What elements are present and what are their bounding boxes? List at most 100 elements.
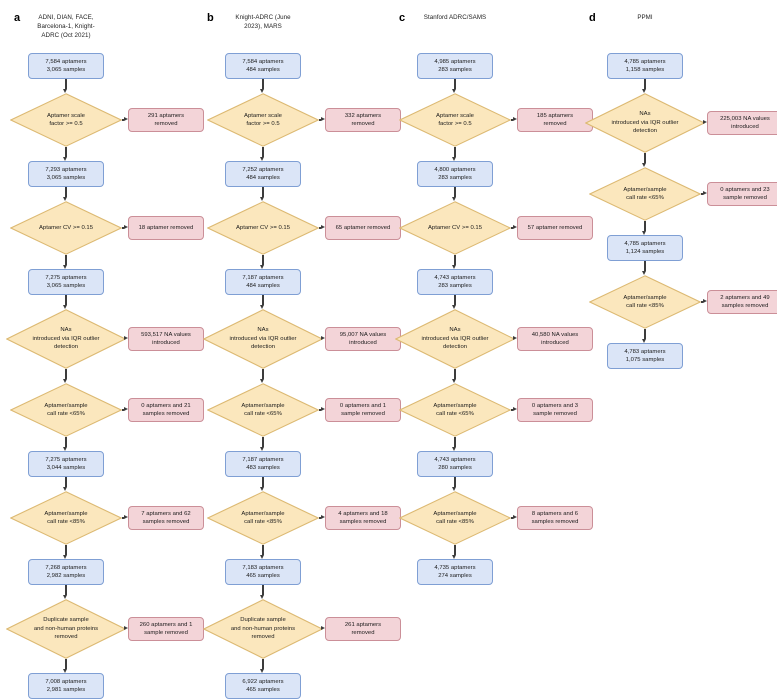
removed-node-label: 2 aptamers and 49 samples removed bbox=[720, 294, 770, 309]
arrowhead-down bbox=[642, 88, 647, 93]
removed-node: 95,007 NA values introduced bbox=[325, 327, 401, 351]
arrowhead-right bbox=[320, 515, 325, 520]
arrowhead-down bbox=[452, 156, 457, 161]
connector-line bbox=[122, 409, 124, 411]
connector-line bbox=[262, 255, 264, 265]
arrowhead-right bbox=[320, 225, 325, 230]
connector-line bbox=[65, 295, 67, 305]
arrowhead-down bbox=[452, 486, 457, 491]
decision-label: NAs introduced via IQR outlier detection bbox=[611, 111, 679, 135]
arrowhead-down bbox=[260, 88, 265, 93]
decision-label: Duplicate sample and non-human proteins … bbox=[33, 617, 99, 641]
removed-node: 261 aptamers removed bbox=[325, 617, 401, 641]
count-node: 7,008 aptamers 2,981 samples bbox=[28, 673, 104, 699]
connector-line bbox=[701, 193, 703, 195]
count-node-label: 4,743 aptamers 283 samples bbox=[434, 274, 476, 289]
decision-node: Aptamer/sample call rate <65% bbox=[10, 383, 122, 437]
count-node: 4,800 aptamers 283 samples bbox=[417, 161, 493, 187]
panel-title-a: ADNI, DIAN, FACE, Barcelona-1, Knight- A… bbox=[37, 14, 95, 39]
decision-label: Aptamer/sample call rate <65% bbox=[433, 402, 477, 417]
connector-line bbox=[644, 153, 646, 163]
decision-node: Aptamer/sample call rate <65% bbox=[207, 383, 319, 437]
count-node: 7,268 aptamers 2,982 samples bbox=[28, 559, 104, 585]
count-node: 4,743 aptamers 280 samples bbox=[417, 451, 493, 477]
arrowhead-down bbox=[260, 668, 265, 673]
removed-node: 4 aptamers and 18 samples removed bbox=[325, 506, 401, 530]
decision-label: Aptamer/sample call rate <65% bbox=[623, 186, 667, 201]
connector-line bbox=[319, 119, 321, 121]
panel-title-c: Stanford ADRC/SAMS bbox=[423, 14, 487, 21]
decision-label: Duplicate sample and non-human proteins … bbox=[230, 617, 296, 641]
removed-node-label: 4 aptamers and 18 samples removed bbox=[338, 510, 388, 525]
decision-node: Aptamer/sample call rate <85% bbox=[399, 491, 511, 545]
connector-line bbox=[644, 221, 646, 231]
arrowhead-down bbox=[260, 378, 265, 383]
count-node: 4,785 aptamers 1,124 samples bbox=[607, 235, 683, 261]
connector-line bbox=[262, 585, 264, 595]
connector-line bbox=[644, 79, 646, 89]
arrowhead-down bbox=[260, 196, 265, 201]
decision-node: Aptamer CV >= 0.15 bbox=[399, 201, 511, 255]
decision-node: NAs introduced via IQR outlier detection bbox=[585, 93, 705, 153]
connector-line bbox=[454, 79, 456, 89]
arrowhead-down bbox=[63, 594, 68, 599]
arrowhead-down bbox=[642, 338, 647, 343]
arrowhead-down bbox=[260, 156, 265, 161]
removed-node-label: 185 aptamers removed bbox=[536, 112, 574, 127]
count-node: 7,275 aptamers 3,065 samples bbox=[28, 269, 104, 295]
decision-label: Aptamer CV >= 0.15 bbox=[38, 224, 94, 231]
arrowhead-down bbox=[63, 668, 68, 673]
removed-node: 65 aptamer removed bbox=[325, 216, 401, 240]
count-node-label: 4,985 aptamers 283 samples bbox=[434, 58, 476, 73]
panel-title-d: PPMI bbox=[637, 14, 653, 21]
count-node-label: 7,187 aptamers 484 samples bbox=[242, 274, 284, 289]
decision-node: Aptamer/sample call rate <85% bbox=[10, 491, 122, 545]
decision-label: Aptamer CV >= 0.15 bbox=[235, 224, 291, 231]
connector-line bbox=[319, 227, 321, 229]
decision-label: Aptamer scale factor >= 0.5 bbox=[244, 112, 282, 127]
removed-node-label: 0 aptamers and 3 sample removed bbox=[531, 402, 579, 417]
count-node: 6,922 aptamers 465 samples bbox=[225, 673, 301, 699]
decision-label: Aptamer/sample call rate <85% bbox=[44, 510, 88, 525]
arrowhead-down bbox=[63, 88, 68, 93]
decision-node: Aptamer/sample call rate <65% bbox=[589, 167, 701, 221]
arrowhead-right bbox=[123, 225, 128, 230]
decision-label: NAs introduced via IQR outlier detection bbox=[32, 327, 100, 351]
connector-line bbox=[262, 477, 264, 487]
connector-line bbox=[262, 659, 264, 669]
connector-line bbox=[122, 517, 124, 519]
arrowhead-right bbox=[512, 336, 517, 341]
arrowhead-down bbox=[63, 196, 68, 201]
removed-node: 260 aptamers and 1 sample removed bbox=[128, 617, 204, 641]
decision-node: Aptamer scale factor >= 0.5 bbox=[207, 93, 319, 147]
removed-node: 593,517 NA values introduced bbox=[128, 327, 204, 351]
count-node-label: 7,293 aptamers 3,065 samples bbox=[45, 166, 87, 181]
connector-line bbox=[65, 477, 67, 487]
connector-line bbox=[319, 409, 321, 411]
decision-node: Aptamer CV >= 0.15 bbox=[207, 201, 319, 255]
arrowhead-down bbox=[260, 264, 265, 269]
removed-node-label: 260 aptamers and 1 sample removed bbox=[139, 621, 193, 636]
arrowhead-down bbox=[260, 554, 265, 559]
connector-line bbox=[454, 255, 456, 265]
arrowhead-right bbox=[320, 117, 325, 122]
arrowhead-right bbox=[702, 120, 707, 125]
removed-node-label: 593,517 NA values introduced bbox=[141, 331, 191, 346]
count-node-label: 7,183 aptamers 465 samples bbox=[242, 564, 284, 579]
count-node-label: 7,584 aptamers 484 samples bbox=[242, 58, 284, 73]
removed-node: 332 aptamers removed bbox=[325, 108, 401, 132]
removed-node: 2 aptamers and 49 samples removed bbox=[707, 290, 777, 314]
connector-line bbox=[65, 545, 67, 555]
arrowhead-down bbox=[63, 304, 68, 309]
arrowhead-right bbox=[123, 515, 128, 520]
decision-label: NAs introduced via IQR outlier detection bbox=[421, 327, 489, 351]
count-node-label: 7,008 aptamers 2,981 samples bbox=[45, 678, 87, 693]
decision-node: Aptamer/sample call rate <65% bbox=[399, 383, 511, 437]
connector-line bbox=[65, 369, 67, 379]
connector-line bbox=[262, 187, 264, 197]
connector-line bbox=[454, 369, 456, 379]
count-node-label: 4,743 aptamers 280 samples bbox=[434, 456, 476, 471]
removed-node-label: 95,007 NA values introduced bbox=[339, 331, 387, 346]
count-node-label: 7,268 aptamers 2,982 samples bbox=[45, 564, 87, 579]
